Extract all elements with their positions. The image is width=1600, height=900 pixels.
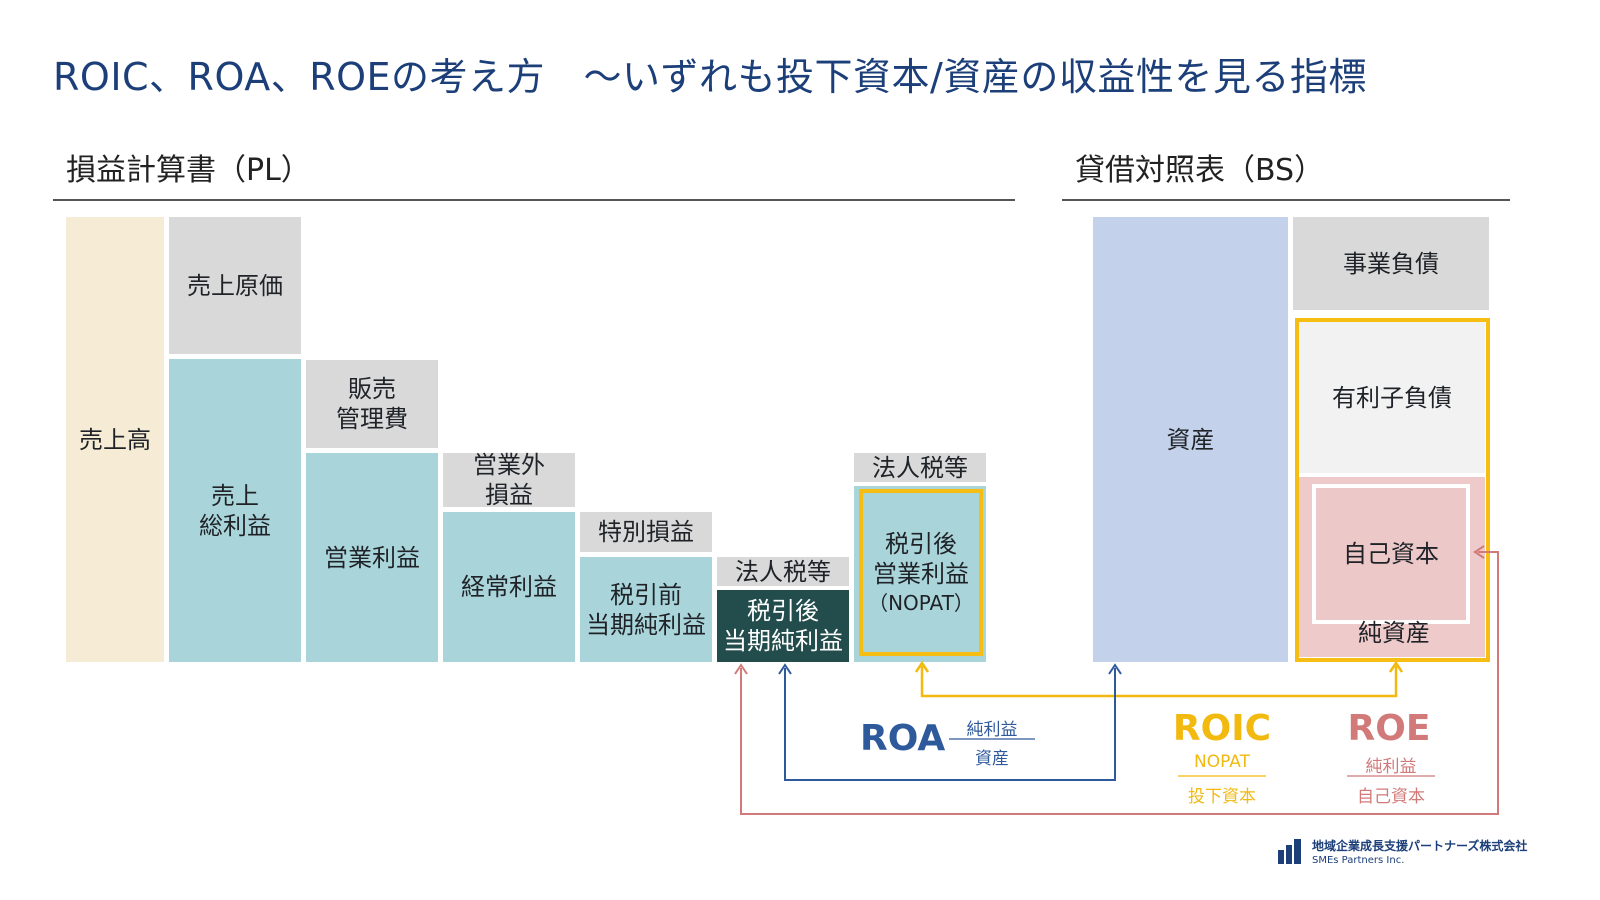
roe-denominator: 自己資本	[1357, 787, 1425, 807]
sga-box: 販売 管理費	[306, 360, 438, 448]
bs-divider	[1062, 199, 1510, 201]
nopat-sublabel: （NOPAT）	[868, 591, 974, 615]
nopat-label: 税引後 営業利益	[873, 530, 969, 588]
interest-debt-box: 有利子負債	[1299, 322, 1485, 473]
page-title: ROIC、ROA、ROEの考え方 ～いずれも投下資本/資産の収益性を見る指標	[53, 55, 1367, 99]
roic-numerator: NOPAT	[1194, 752, 1250, 772]
roe-label: ROE	[1347, 708, 1431, 749]
company-name-en: SMEs Partners Inc.	[1312, 855, 1405, 866]
extraordinary-box: 特別損益	[580, 512, 712, 552]
roic-denominator: 投下資本	[1188, 787, 1256, 807]
equity-box: 自己資本	[1312, 484, 1470, 624]
pretax-income-box: 税引前 当期純利益	[580, 557, 712, 662]
roa-connector	[784, 668, 1116, 781]
gross-profit-box: 売上 総利益	[169, 359, 301, 662]
cogs-box: 売上原価	[169, 217, 301, 354]
nopat-area	[854, 486, 986, 662]
ordinary-income-box: 経常利益	[443, 512, 575, 662]
operating-liabilities-box: 事業負債	[1293, 217, 1489, 310]
pl-heading: 損益計算書（PL）	[66, 153, 311, 188]
tax-box-2: 法人税等	[854, 453, 986, 482]
roa-label: ROA	[860, 718, 946, 759]
roa-numerator: 純利益	[966, 720, 1018, 740]
company-name-jp: 地域企業成長支援パートナーズ株式会社	[1312, 839, 1528, 853]
nopat-box: 税引後 営業利益 （NOPAT）	[859, 489, 983, 656]
sales-box: 売上高	[66, 217, 164, 662]
operating-income-box: 営業利益	[306, 453, 438, 662]
roa-denominator: 資産	[975, 749, 1009, 769]
bs-heading: 貸借対照表（BS）	[1075, 153, 1325, 188]
assets-box: 資産	[1093, 217, 1288, 662]
roe-numerator: 純利益	[1365, 757, 1417, 777]
roic-label: ROIC	[1172, 708, 1272, 749]
invested-capital-frame	[1295, 318, 1490, 662]
roe-connector	[740, 551, 1499, 815]
net-income-box: 税引後 当期純利益	[717, 590, 849, 662]
roic-connector	[920, 666, 1398, 698]
net-assets-label: 純資産	[1358, 619, 1430, 647]
pl-divider	[53, 199, 1015, 201]
company-logo-icon	[1278, 839, 1301, 864]
non-operating-box: 営業外 損益	[443, 451, 575, 509]
tax-box-1: 法人税等	[717, 557, 849, 586]
